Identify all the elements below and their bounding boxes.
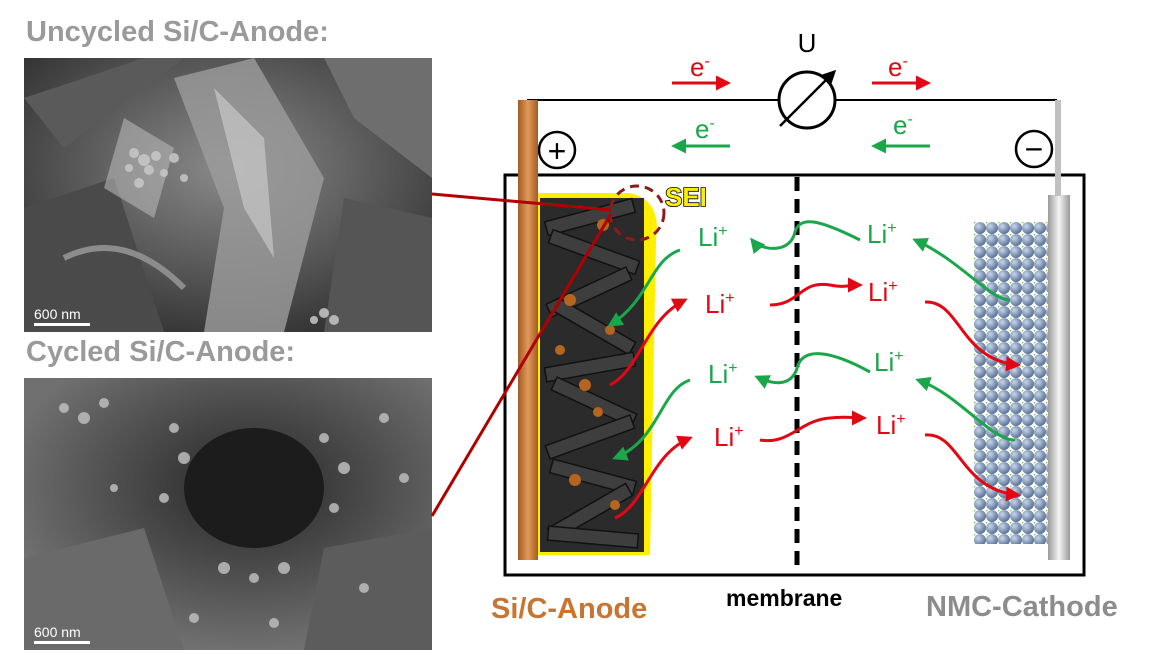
li-ion-label: Li+ — [868, 277, 898, 307]
li-ion-label: Li+ — [867, 219, 897, 249]
leader-line-uncycled — [431, 192, 612, 212]
scale-bar-line-uncycled — [34, 323, 90, 326]
li-ion-label: Li+ — [705, 289, 735, 319]
electron-label: e- — [690, 52, 710, 82]
sem-texture-uncycled — [24, 58, 432, 332]
li-ion-label: Li+ — [876, 410, 906, 440]
silicon-particles — [555, 219, 620, 510]
discharge-ion-paths — [609, 277, 1021, 520]
scale-label-cycled: 600 nm — [34, 624, 81, 640]
cathode-tab — [1055, 100, 1061, 196]
li-ion-label: Li+ — [708, 359, 738, 389]
anode-flakes — [543, 197, 641, 549]
cycled-title: Cycled Si/C-Anode: — [26, 336, 296, 368]
copper-current-collector — [518, 100, 538, 560]
membrane-label: membrane — [726, 585, 842, 611]
scale-bar-line-cycled — [34, 641, 90, 644]
cell-casing — [503, 173, 1086, 577]
voltage-label: U — [798, 28, 817, 58]
li-ion-label: Li+ — [714, 422, 744, 452]
sem-image-uncycled: 600 nm — [24, 58, 432, 332]
anode-label: Si/C-Anode — [491, 593, 647, 625]
aluminium-current-collector — [1048, 195, 1070, 560]
scale-label-uncycled: 600 nm — [34, 306, 81, 322]
li-ion-label: Li+ — [698, 222, 728, 252]
scale-bar-uncycled: 600 nm — [34, 306, 90, 326]
voltmeter-needle-icon — [779, 69, 837, 127]
charge-ion-paths — [607, 220, 1016, 461]
li-ion-label: Li+ — [874, 347, 904, 377]
plus-symbol: + — [548, 133, 567, 169]
cathode-label: NMC-Cathode — [926, 591, 1118, 623]
sei-label: SEI — [665, 182, 707, 212]
electron-label: e- — [893, 110, 913, 140]
sem-texture-cycled — [24, 378, 432, 650]
scale-bar-cycled: 600 nm — [34, 624, 90, 644]
positive-terminal-icon — [537, 130, 577, 170]
sei-highlight-circle — [608, 184, 666, 242]
nmc-cathode-lattice — [974, 222, 1048, 544]
negative-terminal-icon — [1014, 129, 1054, 169]
sem-image-cycled: 600 nm — [24, 378, 432, 650]
electron-label: e- — [888, 52, 908, 82]
minus-symbol: − — [1025, 131, 1044, 167]
electron-label: e- — [695, 114, 715, 144]
uncycled-title: Uncycled Si/C-Anode: — [26, 16, 329, 48]
leader-line-cycled — [430, 213, 613, 517]
